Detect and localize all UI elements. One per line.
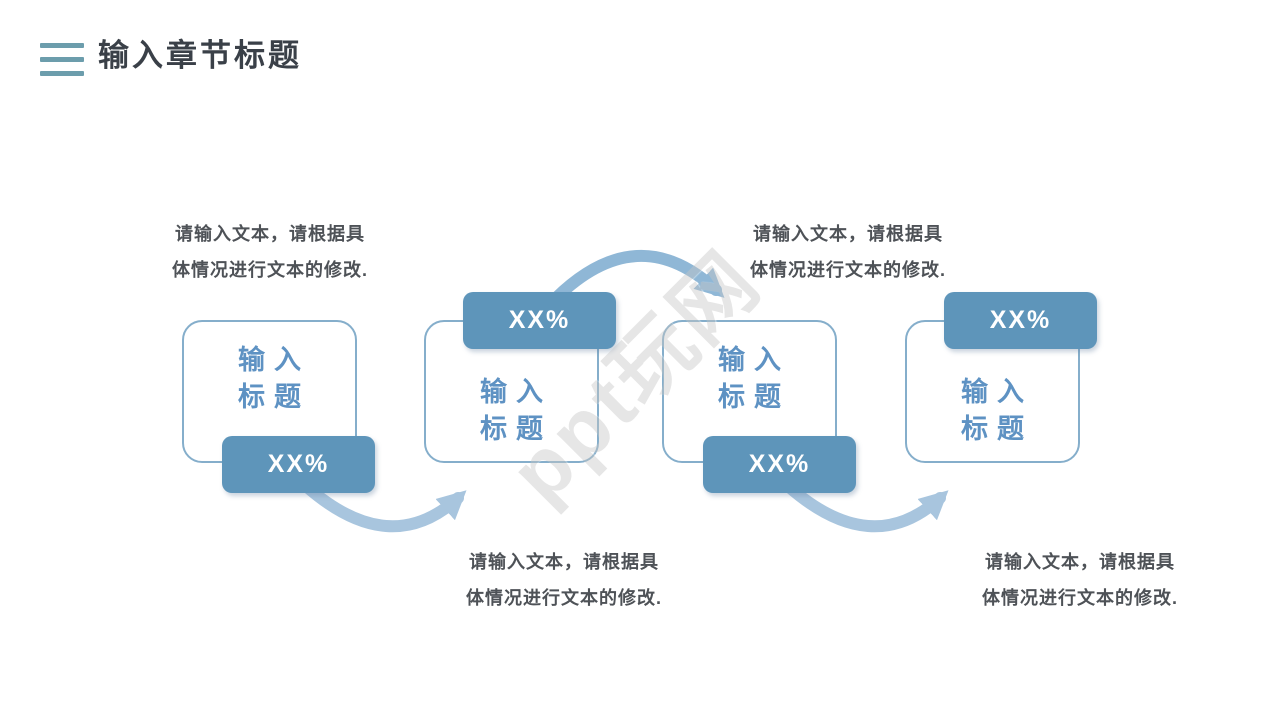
- caption-line: 请输入文本，请根据具: [753, 224, 943, 244]
- step-card-1: 输入 标题: [182, 320, 357, 463]
- caption-top-left: 请输入文本，请根据具 体情况进行文本的修改.: [164, 216, 376, 288]
- step-title: 输入 标题: [664, 342, 835, 416]
- step-title-line: 输入: [961, 377, 1033, 407]
- step-title: 输入 标题: [184, 342, 355, 416]
- caption-line: 请输入文本，请根据具: [175, 224, 365, 244]
- arc-arrow-bottom-right: [782, 480, 949, 533]
- step-title-line: 标题: [961, 414, 1033, 444]
- step-title-line: 输入: [480, 377, 552, 407]
- step-title-line: 输入: [238, 345, 310, 375]
- step-title-line: 标题: [238, 382, 310, 412]
- arc-arrow-top: [550, 249, 725, 304]
- caption-line: 体情况进行文本的修改.: [172, 260, 368, 280]
- slide-title: 输入章节标题: [98, 38, 302, 73]
- caption-line: 体情况进行文本的修改.: [982, 588, 1178, 608]
- percentage-badge-2: XX%: [463, 292, 616, 349]
- caption-line: 请输入文本，请根据具: [985, 552, 1175, 572]
- percentage-badge-3: XX%: [703, 436, 856, 493]
- caption-line: 请输入文本，请根据具: [469, 552, 659, 572]
- step-title-line: 输入: [718, 345, 790, 375]
- step-title-line: 标题: [480, 414, 552, 444]
- caption-line: 体情况进行文本的修改.: [750, 260, 946, 280]
- arc-arrow-bottom-left: [300, 480, 467, 533]
- caption-top-right: 请输入文本，请根据具 体情况进行文本的修改.: [742, 216, 954, 288]
- step-title: 输入 标题: [907, 374, 1078, 448]
- percentage-badge-4: XX%: [944, 292, 1097, 349]
- caption-line: 体情况进行文本的修改.: [466, 588, 662, 608]
- caption-bottom-middle: 请输入文本，请根据具 体情况进行文本的修改.: [458, 544, 670, 616]
- step-title-line: 标题: [718, 382, 790, 412]
- caption-bottom-right: 请输入文本，请根据具 体情况进行文本的修改.: [974, 544, 1186, 616]
- step-title: 输入 标题: [426, 374, 597, 448]
- triple-lines-icon: [40, 43, 84, 85]
- percentage-badge-1: XX%: [222, 436, 375, 493]
